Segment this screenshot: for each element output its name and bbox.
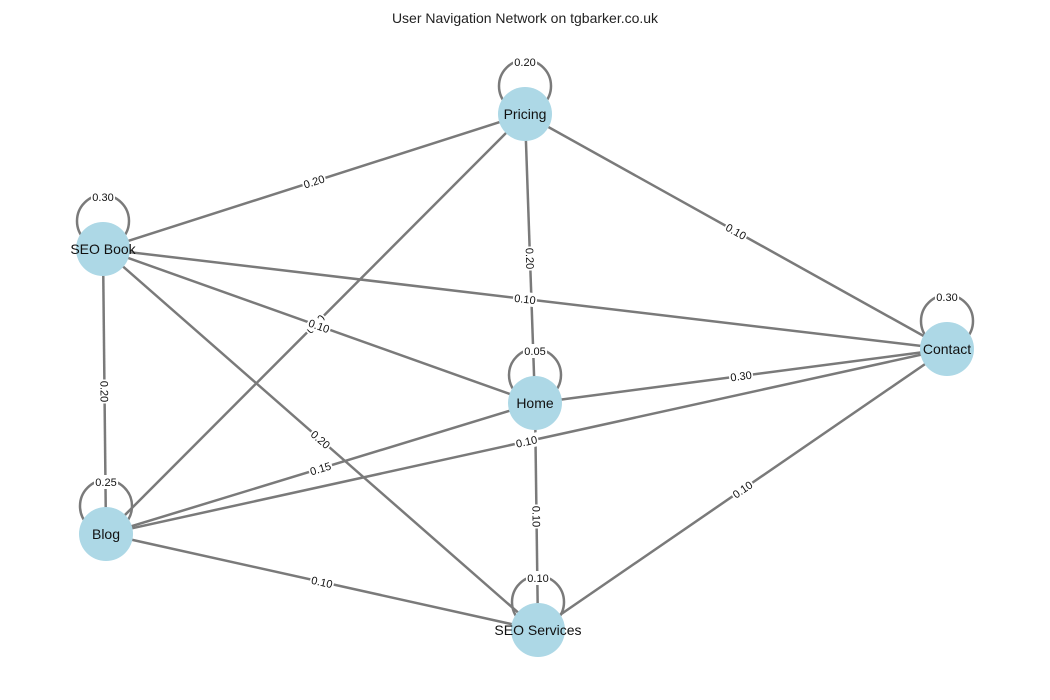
self-loop-weight-label: 0.25 — [95, 477, 116, 489]
edge-label-seo-book-blog: 0.20 — [97, 379, 112, 404]
edge-label-background — [306, 458, 335, 479]
edge-label-home-seo-services: 0.10 — [529, 504, 544, 529]
edge-label-background — [300, 171, 328, 192]
edge-weight-label: 0.10 — [529, 506, 541, 528]
edge-label-background — [728, 367, 754, 385]
edge-label-seo-services-contact: 0.10 — [728, 476, 757, 503]
node-label-home: Home — [516, 395, 554, 411]
edge-weight-label: 0.20 — [302, 173, 326, 191]
edge-label-home-blog: 0.15 — [306, 458, 335, 479]
edge-label-background — [523, 344, 547, 358]
edge-label-background — [91, 190, 115, 204]
self-loop-weight-label: 0.10 — [527, 573, 548, 585]
self-loop-label-home: 0.05 — [523, 344, 547, 358]
edge-label-background — [522, 246, 538, 271]
edge-label-background — [529, 504, 544, 529]
edge-weight-label: 0.10 — [514, 293, 537, 307]
node-seo-book — [76, 222, 130, 276]
self-loop-weight-label: 0.30 — [92, 192, 113, 204]
edge-label-background — [513, 55, 537, 69]
node-blog — [79, 507, 133, 561]
edge-weight-label: 0.15 — [309, 461, 333, 479]
edge-label-background — [308, 572, 336, 592]
self-loop-label-pricing: 0.20 — [513, 55, 537, 69]
edge-label-pricing-home: 0.20 — [522, 246, 538, 271]
edge-label-background — [97, 379, 112, 404]
edge-weight-label: 0.10 — [310, 575, 334, 591]
edge-label-background — [94, 475, 118, 489]
self-loop-label-seo-services: 0.10 — [526, 571, 550, 585]
node-label-blog: Blog — [92, 526, 120, 542]
edge-label-background — [935, 290, 959, 304]
edge-label-seo-book-contact: 0.10 — [512, 290, 538, 308]
node-seo-services — [511, 603, 565, 657]
node-label-pricing: Pricing — [504, 106, 547, 122]
self-loop-label-contact: 0.30 — [935, 290, 959, 304]
edge-label-background — [306, 426, 335, 453]
node-label-contact: Contact — [923, 341, 971, 357]
edge-label-background — [728, 476, 757, 503]
node-label-seo-book: SEO Book — [70, 241, 136, 257]
edge-label-blog-seo-services: 0.10 — [308, 572, 336, 592]
edge-label-home-contact: 0.30 — [728, 367, 754, 385]
self-loop-label-seo-book: 0.30 — [91, 190, 115, 204]
edge-weight-label: 0.10 — [515, 434, 538, 450]
diagram-title: User Navigation Network on tgbarker.co.u… — [391, 10, 659, 26]
edge-label-seo-book-pricing: 0.20 — [300, 171, 328, 192]
edge-label-background — [526, 571, 550, 585]
node-pricing — [498, 87, 552, 141]
self-loop-weight-label: 0.30 — [936, 292, 957, 304]
edge-label-background — [305, 315, 333, 337]
edges-layer — [101, 112, 948, 632]
self-loop-weight-label: 0.05 — [524, 346, 545, 358]
self-loop-label-blog: 0.25 — [94, 475, 118, 489]
edge-label-background — [722, 219, 750, 244]
edge-weight-label: 0.20 — [523, 248, 536, 270]
edge-weight-label: 0.20 — [97, 381, 109, 403]
node-label-seo-services: SEO Services — [494, 622, 581, 638]
edge-label-blog-contact: 0.10 — [513, 432, 540, 451]
node-contact — [920, 322, 974, 376]
edge-label-pricing-contact: 0.10 — [722, 219, 750, 244]
edge-weight-label: 0.30 — [730, 370, 753, 385]
edge-label-background — [512, 290, 538, 308]
self-loop-weight-label: 0.20 — [514, 57, 535, 69]
node-home — [508, 376, 562, 430]
edge-label-background — [513, 432, 540, 451]
